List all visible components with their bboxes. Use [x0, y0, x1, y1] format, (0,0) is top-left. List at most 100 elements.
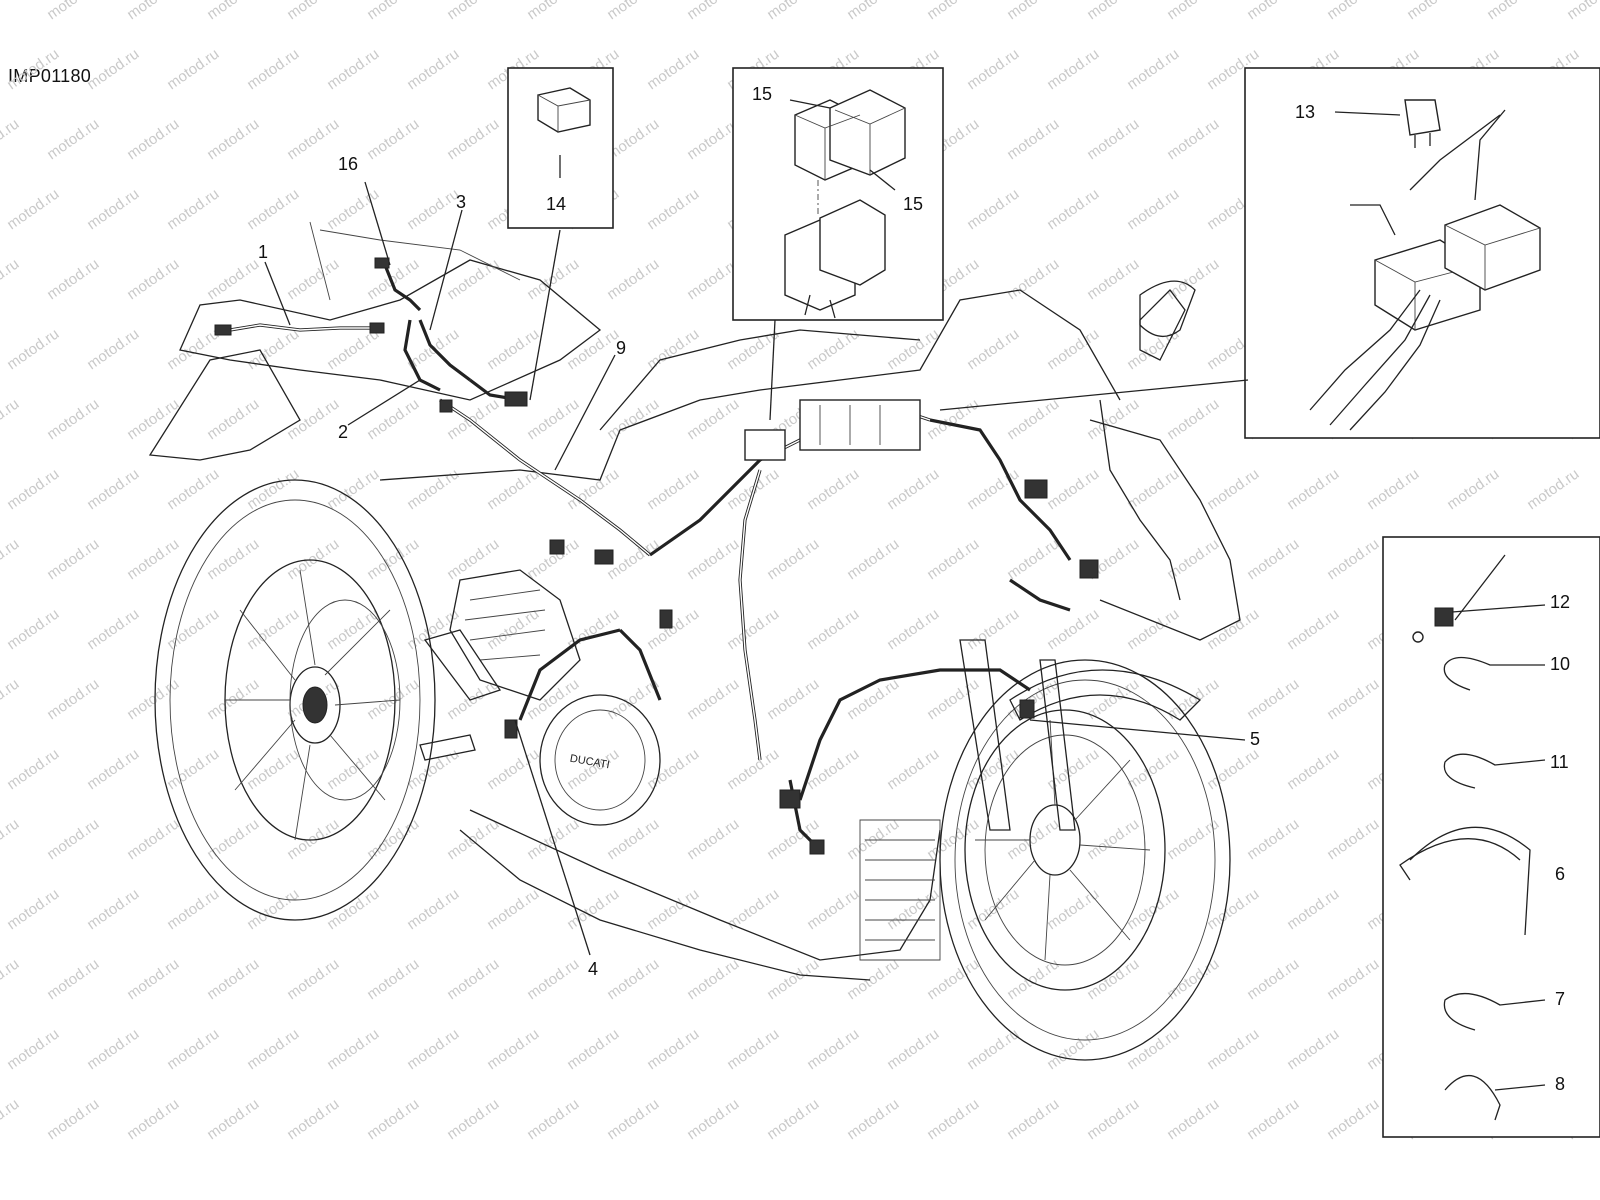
watermark-text: motod.ru	[84, 885, 142, 933]
watermark-text: motod.ru	[84, 745, 142, 793]
watermark-text: motod.ru	[164, 465, 222, 513]
watermark-text: motod.ru	[1084, 955, 1142, 1003]
watermark-text: motod.ru	[124, 0, 182, 23]
rear-wheel	[154, 479, 436, 921]
watermark-text: motod.ru	[4, 45, 62, 93]
watermark-text: motod.ru	[4, 605, 62, 653]
watermark-text: motod.ru	[1044, 1025, 1102, 1073]
watermark-text: motod.ru	[1204, 605, 1262, 653]
watermark-text: motod.ru	[964, 1025, 1022, 1073]
callout-2: 2	[338, 422, 348, 442]
watermark-text: motod.ru	[1084, 255, 1142, 303]
watermark-text: motod.ru	[1164, 0, 1222, 23]
watermark-text: motod.ru	[1324, 1095, 1382, 1143]
watermark-text: motod.ru	[0, 675, 22, 723]
watermark-text: motod.ru	[1284, 465, 1342, 513]
watermark-text: motod.ru	[124, 1095, 182, 1143]
watermark-text: motod.ru	[1244, 0, 1302, 23]
watermark-text: motod.ru	[1244, 955, 1302, 1003]
watermark-text: motod.ru	[4, 1025, 62, 1073]
watermark-text: motod.ru	[1004, 1095, 1062, 1143]
callout-11: 11	[1550, 752, 1569, 772]
watermark-text: motod.ru	[684, 815, 742, 863]
watermark-text: motod.ru	[0, 255, 22, 303]
watermark-text: motod.ru	[204, 255, 262, 303]
callout-16: 16	[338, 154, 358, 174]
watermark-text: motod.ru	[884, 745, 942, 793]
watermark-text: motod.ru	[404, 45, 462, 93]
watermark-text: motod.ru	[924, 675, 982, 723]
watermark-text: motod.ru	[924, 955, 982, 1003]
watermark-text: motod.ru	[1324, 815, 1382, 863]
watermark-text: motod.ru	[964, 45, 1022, 93]
callout-10: 10	[1550, 654, 1570, 674]
callout-8: 8	[1555, 1074, 1565, 1094]
watermark-text: motod.ru	[444, 115, 502, 163]
watermark-text: motod.ru	[804, 745, 862, 793]
watermark-text: motod.ru	[1324, 535, 1382, 583]
watermark-text: motod.ru	[364, 115, 422, 163]
watermark-text: motod.ru	[764, 1095, 822, 1143]
watermark-text: motod.ru	[1284, 885, 1342, 933]
watermark-text: motod.ru	[0, 115, 22, 163]
watermark-text: motod.ru	[644, 745, 702, 793]
watermark-text: motod.ru	[444, 955, 502, 1003]
callout-labels: 1 2 3 4 5 6 7 8 9 10 11 12 13 14 15 15 1…	[258, 84, 1570, 1094]
watermark-text: motod.ru	[964, 605, 1022, 653]
watermark-text: motod.ru	[1204, 465, 1262, 513]
watermark-text: motod.ru	[204, 115, 262, 163]
watermark-text: motod.ru	[1044, 325, 1102, 373]
watermark-text: motod.ru	[1284, 605, 1342, 653]
callout-7: 7	[1555, 989, 1565, 1009]
watermark-text: motod.ru	[484, 605, 542, 653]
watermark-text: motod.ru	[1284, 745, 1342, 793]
watermark-text: motod.ru	[1244, 1095, 1302, 1143]
watermark-text: motod.ru	[204, 1095, 262, 1143]
watermark-text: motod.ru	[204, 535, 262, 583]
callout-1: 1	[258, 242, 268, 262]
watermark-text: motod.ru	[524, 395, 582, 443]
watermark-text: motod.ru	[1084, 815, 1142, 863]
watermark-text: motod.ru	[1004, 535, 1062, 583]
watermark-text: motod.ru	[84, 325, 142, 373]
watermark-text: motod.ru	[0, 395, 22, 443]
watermark-text: motod.ru	[1164, 115, 1222, 163]
watermark-text: motod.ru	[364, 675, 422, 723]
watermark-text: motod.ru	[484, 745, 542, 793]
watermark-text: motod.ru	[684, 955, 742, 1003]
watermark-text: motod.ru	[1044, 885, 1102, 933]
watermark-text: motod.ru	[684, 675, 742, 723]
watermark-text: motod.ru	[644, 1025, 702, 1073]
watermark-text: motod.ru	[204, 955, 262, 1003]
watermark-text: motod.ru	[1004, 115, 1062, 163]
watermark-text: motod.ru	[284, 535, 342, 583]
callout-5: 5	[1250, 729, 1260, 749]
watermark-text: motod.ru	[644, 325, 702, 373]
watermark-text: motod.ru	[284, 1095, 342, 1143]
watermark-text: motod.ru	[724, 1025, 782, 1073]
watermark-text: motod.ru	[884, 605, 942, 653]
watermark-text: motod.ru	[164, 605, 222, 653]
figure-ref-code: IMP01180	[8, 66, 92, 86]
watermark-text: motod.ru	[1084, 0, 1142, 23]
watermark-text: motod.ru	[1244, 535, 1302, 583]
watermark-text: motod.ru	[1364, 465, 1422, 513]
watermark-text: motod.ru	[604, 0, 662, 23]
watermark-text: motod.ru	[364, 0, 422, 23]
watermark-text: motod.ru	[0, 1095, 22, 1143]
watermark-text: motod.ru	[1124, 745, 1182, 793]
watermark-text: motod.ru	[564, 885, 622, 933]
watermark-text: motod.ru	[164, 185, 222, 233]
watermark-text: motod.ru	[84, 45, 142, 93]
watermark-text: motod.ru	[444, 815, 502, 863]
watermark-text: motod.ru	[644, 45, 702, 93]
watermark-text: motod.ru	[884, 325, 942, 373]
watermark-text: motod.ru	[124, 955, 182, 1003]
watermark-text: motod.ru	[44, 395, 102, 443]
watermark-text: motod.ru	[44, 955, 102, 1003]
leader-lines	[264, 181, 1246, 956]
watermark-text: motod.ru	[564, 325, 622, 373]
watermark-text: motod.ru	[804, 1025, 862, 1073]
watermark-text: motod.ru	[284, 255, 342, 303]
watermark-text: motod.ru	[124, 115, 182, 163]
